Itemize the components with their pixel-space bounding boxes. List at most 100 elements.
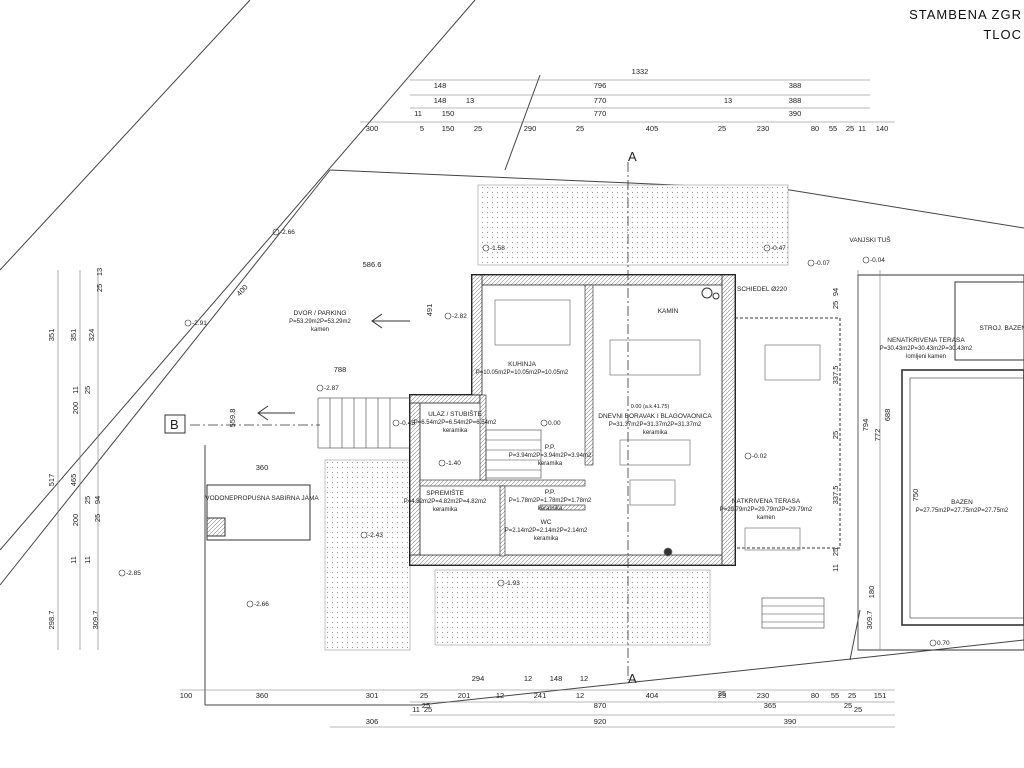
level-marker-icon (929, 639, 937, 647)
dimension-bottom-row1-5: 12 (496, 691, 504, 700)
room-name-12: VODONEPROPUSNA SABIRNA JAMA (205, 495, 319, 502)
dimension-bottom-row2-1: 12 (524, 674, 532, 683)
level-value-2: -2.82 (452, 313, 467, 320)
dimension-bottom-row4-1: 920 (594, 717, 607, 726)
room-name-11: STROJ. BAZENA (980, 325, 1024, 332)
room-name-9: NENATKRIVENA TERASA (887, 337, 965, 344)
dimension-left-3: 13 (95, 268, 104, 276)
dimension-bottom-row4-0: 306 (366, 717, 379, 726)
dimension-bottom-row1-4: 201 (458, 691, 471, 700)
room-floor-4: keramika (643, 430, 668, 436)
title-line-2: TLOC (983, 27, 1022, 42)
dimension-d491: 491 (425, 304, 434, 317)
dimension-bottom-row3-0: 11 (412, 705, 420, 714)
room-area-0: P=53.29m2P=53.29m2 (289, 319, 351, 325)
dimension-right-5: 25 (831, 548, 840, 556)
dimension-bottom-row2-7: 365 (764, 701, 777, 710)
dimension-top-row4-8: 230 (757, 124, 770, 133)
room-name-0: DVOR / PARKING (294, 310, 347, 317)
level-value-0: -2.66 (280, 229, 295, 236)
room-floor-2: keramika (443, 428, 468, 434)
room-floor-5: keramika (433, 507, 458, 513)
dimension-bottom-row2-0: 294 (472, 674, 485, 683)
room-name-1: KUHINJA (508, 361, 536, 368)
room-name-13: VANJSKI TUŠ (849, 235, 891, 244)
section-mark-b: B (170, 417, 179, 432)
room-area-4: P=31.37m2P=31.37m2P=31.37m2 (609, 422, 702, 428)
dimension-bottom-row1-14: 151 (874, 691, 887, 700)
dimension-d559: 559.8 (228, 409, 237, 428)
dimension-left-9: 465 (69, 474, 78, 487)
dimension-left-17: 309.7 (91, 611, 100, 630)
label-origin-level: 0.00 (a.k.41.75) (631, 404, 670, 410)
dimension-bottom-row1-2: 301 (366, 691, 379, 700)
dimension-bottom-row2-5: 870 (594, 701, 607, 710)
dimension-d586: 586.6 (363, 260, 382, 269)
dimension-bottom-row2-2: 148 (550, 674, 563, 683)
dimension-top-row2-2: 770 (594, 96, 607, 105)
dimension-top-row4-2: 150 (442, 124, 455, 133)
dimension-left-2: 324 (87, 329, 96, 342)
level-marker-icon (444, 312, 452, 320)
dimension-left-4: 25 (95, 284, 104, 292)
room-area-7: P=2.14m2P=2.14m2P=2.14m2 (505, 528, 588, 534)
section-mark-a-top: A (628, 149, 637, 164)
dimension-right-2: 337.5 (831, 366, 840, 385)
site-lines (0, 0, 1024, 706)
room-floor-7: keramika (534, 536, 559, 542)
level-marker-icon (540, 419, 548, 427)
dimension-top-row2-1: 13 (466, 96, 474, 105)
dimension-top-row4-11: 25 (846, 124, 854, 133)
level-value-13: -2.85 (126, 570, 141, 577)
dimension-bottom-row2-6: 25 (718, 689, 726, 698)
dimension-top-row4-9: 80 (811, 124, 819, 133)
dimension-top-row3-2: 770 (594, 109, 607, 118)
title-line-1: STAMBENA ZGR (909, 7, 1022, 22)
dimension-top-row2-3: 13 (724, 96, 732, 105)
dimension-left-5: 11 (71, 386, 80, 394)
garden-areas (324, 184, 789, 651)
room-area-3: P=3.94m2P=3.94m2P=3.94m2 (509, 453, 592, 459)
dimension-top-row4-13: 140 (876, 124, 889, 133)
dimension-right-0: 94 (831, 288, 840, 296)
dimension-bottom-row1-10: 230 (757, 691, 770, 700)
dimension-top-row4-12: 11 (858, 124, 866, 133)
room-name-10: BAZEN (951, 499, 973, 506)
dimension-bottom-row1-11: 80 (811, 691, 819, 700)
level-value-3: -2.87 (324, 385, 339, 392)
room-area-9: P=30.43m2P=30.43m2P=30.43m2 (880, 346, 973, 352)
level-marker-icon (118, 569, 126, 577)
level-value-12: -2.43 (368, 532, 383, 539)
level-marker-icon (246, 600, 254, 608)
dimension-bottom-row2-3: 12 (580, 674, 588, 683)
dimension-bottom-row1-6: 241 (534, 691, 547, 700)
section-box-b (164, 414, 186, 434)
dimension-left-13: 25 (93, 514, 102, 522)
room-name-4: DNEVNI BORAVAK I BLAGOVAONICA (598, 413, 712, 420)
dimension-d360: 360 (256, 463, 269, 472)
level-marker-icon (184, 319, 192, 327)
room-floor-6: keramika (538, 506, 563, 512)
direction-arrows (257, 313, 410, 421)
level-marker-icon (763, 244, 771, 252)
dimension-left-16: 298.7 (47, 611, 56, 630)
room-area-10: P=27.75m2P=27.75m2P=27.75m2 (916, 508, 1009, 514)
dimension-left-7: 200 (71, 402, 80, 415)
room-name-8: NATKRIVENA TERASA (732, 498, 801, 505)
level-value-5: -0.47 (771, 245, 786, 252)
dimension-top-row3-0: 11 (414, 109, 422, 118)
dimension-right-12: 309.7 (865, 611, 874, 630)
room-floor-3: keramika (538, 461, 563, 467)
dimension-d400: 400 (235, 283, 250, 298)
dimension-left-8: 517 (47, 474, 56, 487)
dimension-left-10: 200 (71, 514, 80, 527)
level-value-4: -1.58 (490, 245, 505, 252)
level-marker-icon (272, 228, 280, 236)
dimension-top-row4-5: 25 (576, 124, 584, 133)
dimension-bottom-row1-9: 25 (718, 691, 726, 700)
level-value-11: -0.02 (752, 453, 767, 460)
dimension-top-row1-2: 1332 (632, 67, 649, 76)
furniture (494, 299, 821, 557)
dimension-top-row3-3: 390 (789, 109, 802, 118)
building-walls (409, 274, 736, 566)
